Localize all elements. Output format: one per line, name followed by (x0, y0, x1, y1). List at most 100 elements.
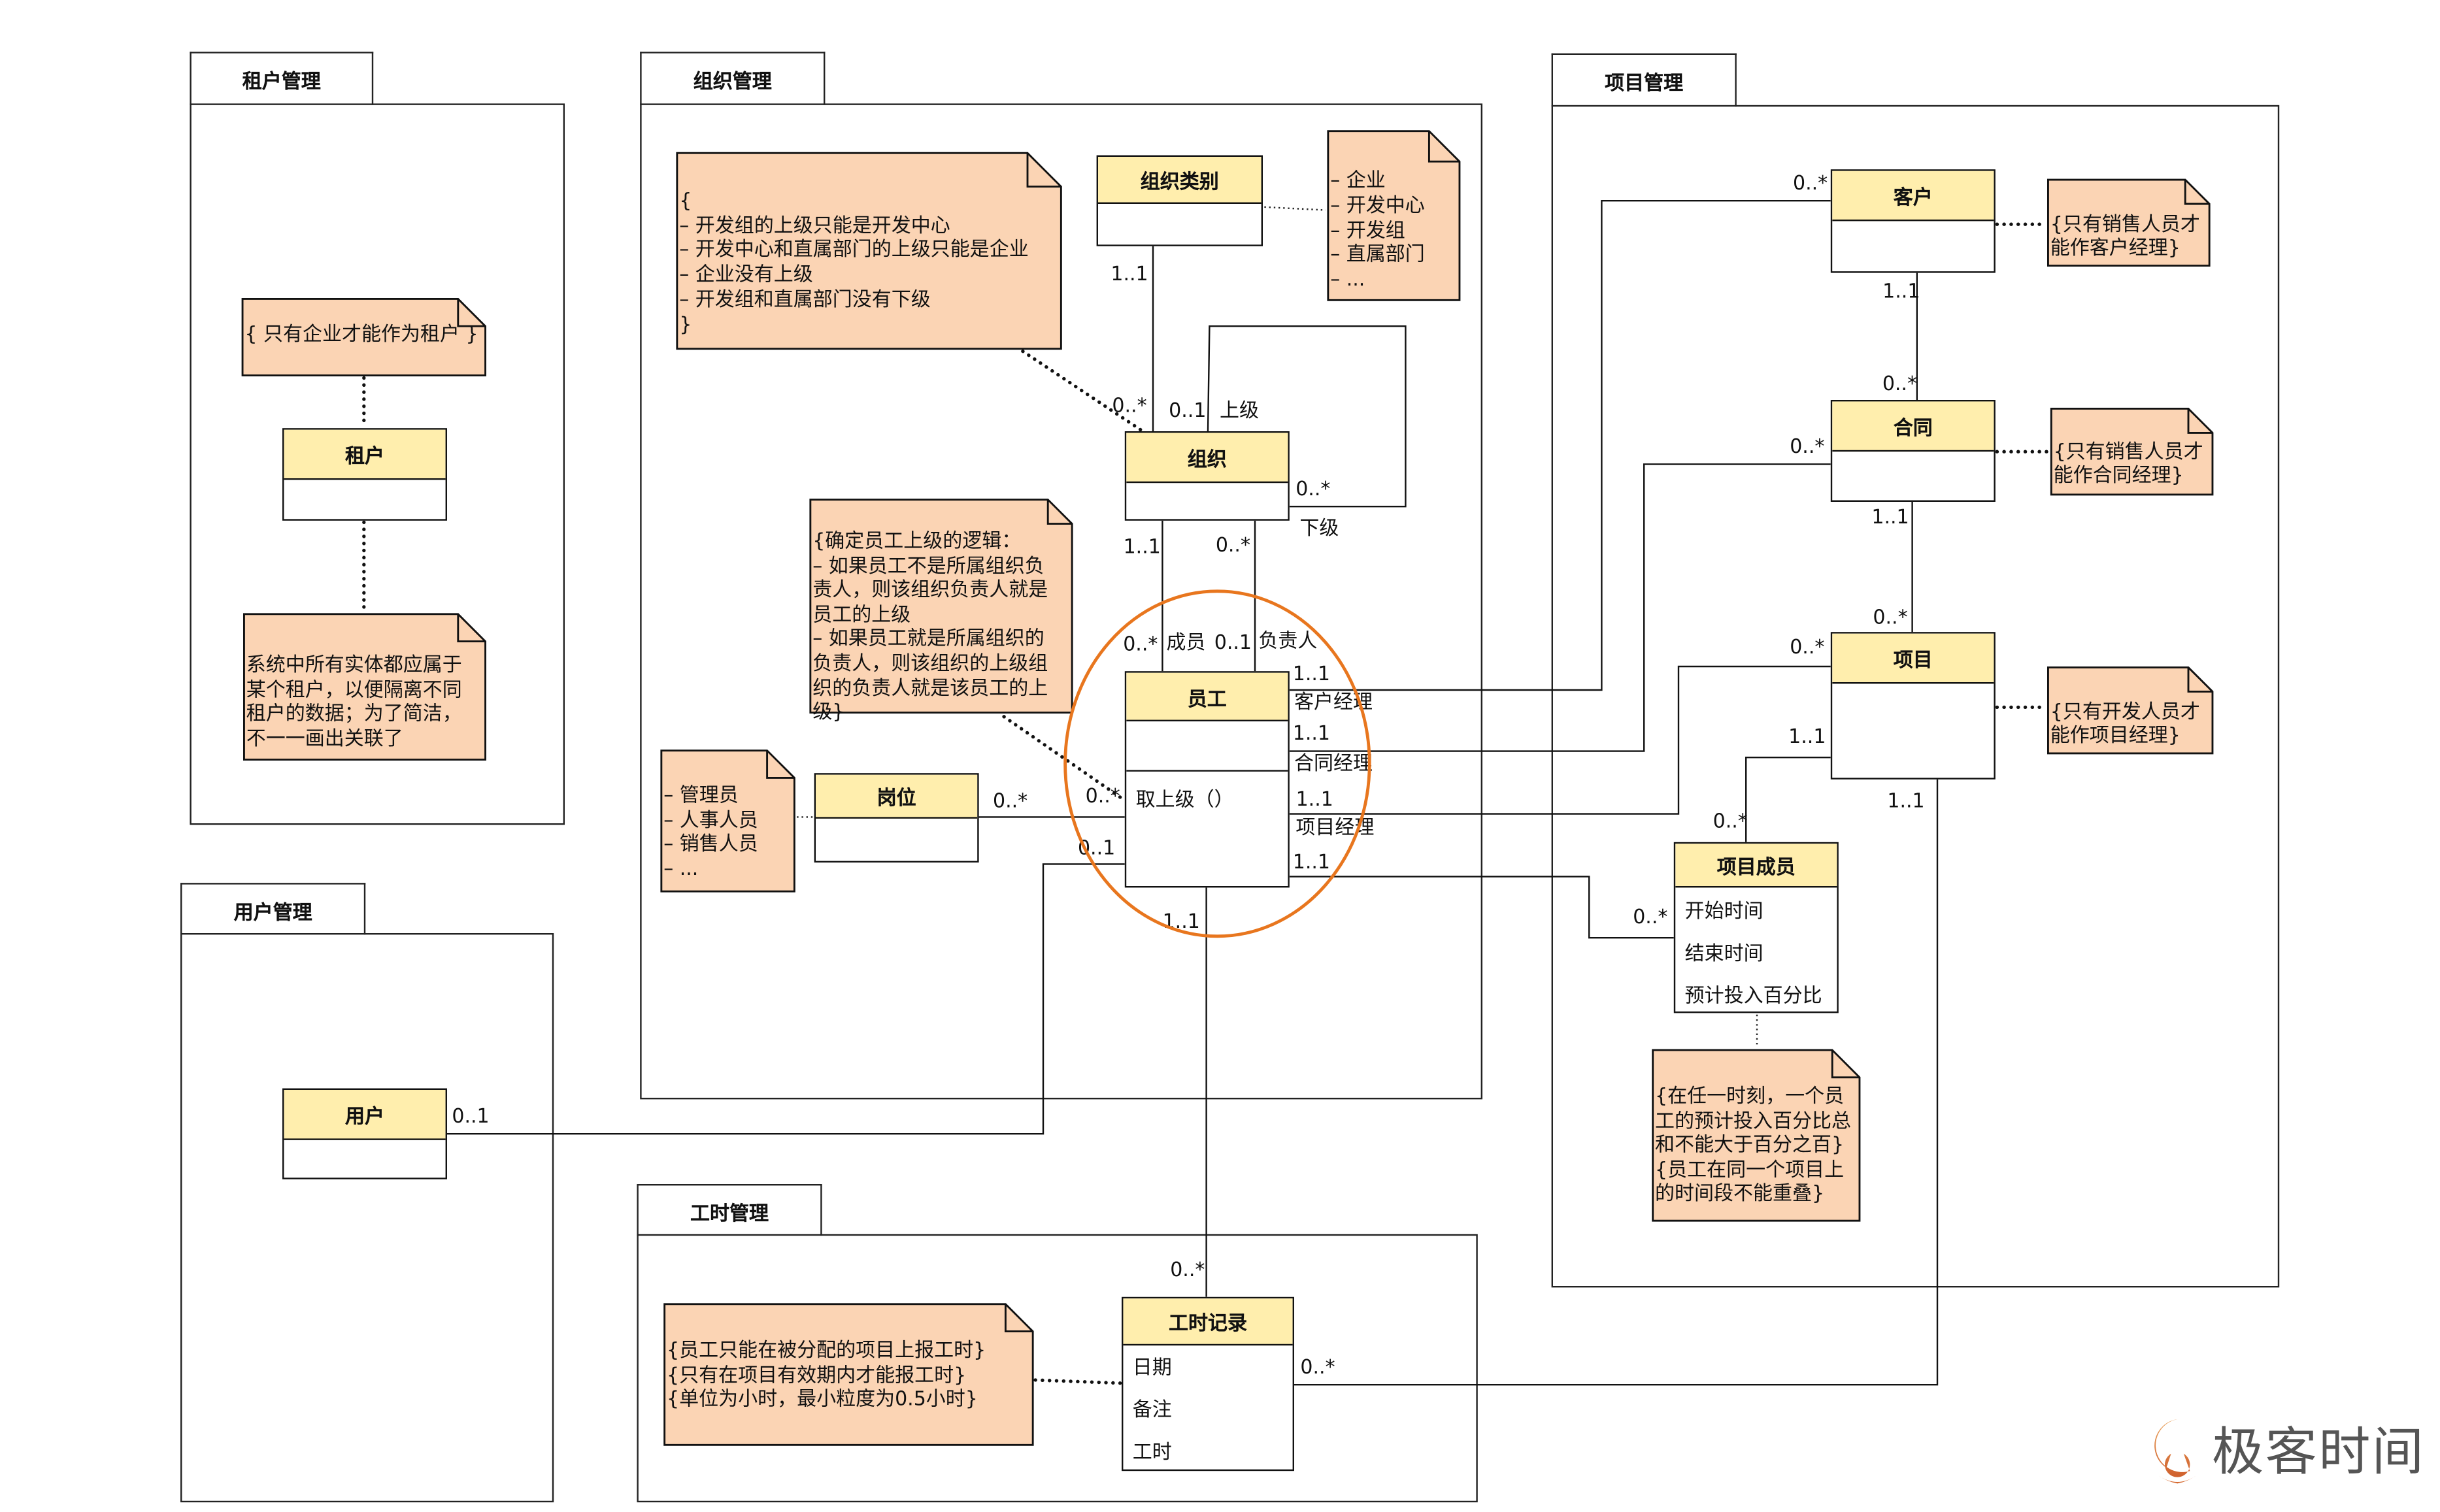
class-org[interactable]: 组织 (1124, 431, 1290, 521)
note-anchor-timesheet (1033, 1378, 1122, 1385)
note-fold-corner (457, 299, 486, 327)
note-anchor-org-rules (1021, 349, 1143, 432)
note-body (2047, 178, 2211, 267)
class-timesheet-record[interactable]: 工时记录 日期 备注 工时 (1122, 1296, 1295, 1471)
multiplicity-label: 0..* (1215, 533, 1250, 557)
package-frame (1551, 105, 2280, 1288)
package-title: 租户管理 (242, 69, 321, 93)
note-fold-corner (1428, 131, 1460, 163)
package-tab: 组织管理 (640, 52, 826, 105)
class-operation[interactable]: 取上级（） (1135, 786, 1234, 810)
multiplicity-label: 0..* (1790, 634, 1825, 659)
role-label: 负责人 (1258, 628, 1318, 652)
package-title: 项目管理 (1605, 71, 1684, 94)
geektime-logo-text: 极客时间 (2212, 1421, 2426, 1482)
note-employee-superior-logic[interactable]: {确定员工上级的逻辑： – 如果员工不是所属组织负 责人，则该组织负责人就是 员… (809, 499, 1073, 723)
note-org-type-enum[interactable]: – 企业 – 开发中心 – 开发组 – 直属部门 – ... (1327, 130, 1461, 301)
assoc-customer-manager[interactable] (1289, 200, 1831, 691)
note-text: {只有销售人员才 能作客户经理} (2050, 212, 2200, 259)
multiplicity-label: 1..1 (1292, 661, 1331, 685)
note-anchor-org-type-enum (1264, 206, 1326, 211)
note-tenant-constraint[interactable]: { 只有企业才能作为租户 } (241, 298, 487, 377)
multiplicity-label: 0..* (1170, 1257, 1205, 1281)
class-contract[interactable]: 合同 (1830, 400, 1996, 502)
note-contract-constraint[interactable]: {只有销售人员才 能作合同经理} (2050, 408, 2214, 496)
multiplicity-label: 0..1 (1169, 398, 1207, 421)
class-position[interactable]: 岗位 (814, 773, 979, 863)
assoc-employee-user[interactable] (447, 863, 1125, 1135)
multiplicity-label: 0..* (1793, 171, 1828, 194)
class-customer[interactable]: 客户 (1830, 169, 1996, 273)
multiplicity-label: 1..1 (1788, 724, 1826, 748)
class-project-member[interactable]: 项目成员 开始时间 结束时间 预计投入百分比 (1673, 842, 1839, 1013)
multiplicity-label: 0..* (1790, 434, 1825, 458)
note-text: – 管理员 – 人事人员 – 销售人员 – ... (663, 782, 758, 879)
multiplicity-label: 0..* (1882, 371, 1917, 395)
multiplicity-label: 0..1 (1077, 835, 1116, 859)
note-tenant-description[interactable]: 系统中所有实体都应属于 某个租户，以便隔离不同 租户的数据；为了简洁， 不一一画… (243, 613, 487, 761)
note-customer-constraint[interactable]: {只有销售人员才 能作客户经理} (2047, 178, 2211, 267)
note-fold-corner (457, 614, 486, 643)
note-shape (2050, 408, 2214, 496)
multiplicity-label: 0..* (993, 788, 1028, 812)
package-frame (637, 1234, 1478, 1503)
role-label: 上级 (1219, 398, 1260, 421)
note-body (1652, 1049, 1861, 1222)
class-attribute[interactable]: 结束时间 (1684, 941, 1763, 964)
package-frame (180, 933, 554, 1503)
note-position-enum[interactable]: – 管理员 – 人事人员 – 销售人员 – ... (660, 749, 795, 893)
note-org-rules[interactable]: { – 开发组的上级只能是开发中心 – 开发中心和直属部门的上级只能是企业 – … (676, 152, 1062, 350)
assoc-contract-manager[interactable] (1289, 463, 1831, 752)
multiplicity-label: 1..1 (1292, 849, 1331, 874)
assoc-project-member[interactable] (1745, 757, 1831, 842)
multiplicity-label: 0..* (1300, 1355, 1335, 1378)
assoc-org-hierarchy[interactable] (1207, 325, 1407, 508)
class-name: 岗位 (816, 774, 978, 819)
multiplicity-label: 1..1 (1292, 721, 1331, 745)
class-attribute[interactable]: 备注 (1132, 1397, 1172, 1421)
multiplicity-label: 0..1 (1214, 630, 1252, 654)
assoc-timesheet-project[interactable] (1294, 779, 1939, 1386)
multiplicity-label: 0..* (1713, 808, 1748, 832)
package-frame (190, 103, 565, 825)
role-label: 成员 (1166, 630, 1206, 654)
multiplicity-label: 1..1 (1882, 278, 1920, 303)
class-name: 组织类别 (1098, 157, 1262, 204)
note-text: { – 开发组的上级只能是开发中心 – 开发中心和直属部门的上级只能是企业 – … (679, 188, 1029, 335)
multiplicity-label: 1..1 (1162, 909, 1200, 933)
class-tenant[interactable]: 租户 (282, 428, 447, 521)
package-title: 工时管理 (690, 1200, 769, 1224)
assoc-project-manager[interactable] (1289, 665, 1831, 815)
note-text: {确定员工上级的逻辑： – 如果员工不是所属组织负 责人，则该组织负责人就是 员… (812, 528, 1048, 723)
note-body (1327, 130, 1461, 301)
class-attribute[interactable]: 预计投入百分比 (1684, 983, 1822, 1007)
class-org-type[interactable]: 组织类别 (1096, 155, 1263, 246)
note-shape (660, 749, 795, 893)
note-fold-corner (2184, 180, 2210, 205)
class-name: 项目成员 (1675, 844, 1837, 888)
class-user[interactable]: 用户 (282, 1088, 447, 1179)
note-shape (243, 613, 487, 761)
class-attribute[interactable]: 日期 (1132, 1355, 1172, 1379)
class-employee[interactable]: 员工 取上级（） (1124, 671, 1290, 888)
class-name: 员工 (1126, 672, 1288, 721)
note-timesheet-constraint[interactable]: {员工只能在被分配的项目上报工时} {只有在项目有效期内才能报工时} {单位为小… (663, 1303, 1034, 1446)
note-text: {只有销售人员才 能作合同经理} (2053, 439, 2203, 486)
multiplicity-label: 0..* (1633, 904, 1668, 929)
note-project-member-constraint[interactable]: {在任一时刻，一个员 工的预计投入百分比总 和不能大于百分之百} {员工在同一个… (1652, 1049, 1861, 1222)
package-frame (640, 103, 1483, 1100)
note-text: {员工只能在被分配的项目上报工时} {只有在项目有效期内才能报工时} {单位为小… (667, 1338, 986, 1411)
note-fold-corner (1046, 499, 1073, 525)
note-body (243, 613, 487, 761)
class-attribute[interactable]: 开始时间 (1684, 898, 1763, 923)
class-name: 合同 (1832, 401, 1994, 452)
class-project[interactable]: 项目 (1830, 632, 1996, 780)
note-fold-corner (1004, 1304, 1033, 1333)
multiplicity-label: 1..1 (1887, 788, 1925, 812)
class-attribute[interactable]: 工时 (1132, 1439, 1172, 1464)
package-tab: 工时管理 (637, 1184, 822, 1236)
class-name: 租户 (284, 429, 446, 480)
note-project-constraint[interactable]: {只有开发人员才 能作项目经理} (2047, 666, 2214, 755)
assoc-employee-member[interactable] (1289, 876, 1674, 939)
multiplicity-label: 0..* (1123, 631, 1158, 655)
